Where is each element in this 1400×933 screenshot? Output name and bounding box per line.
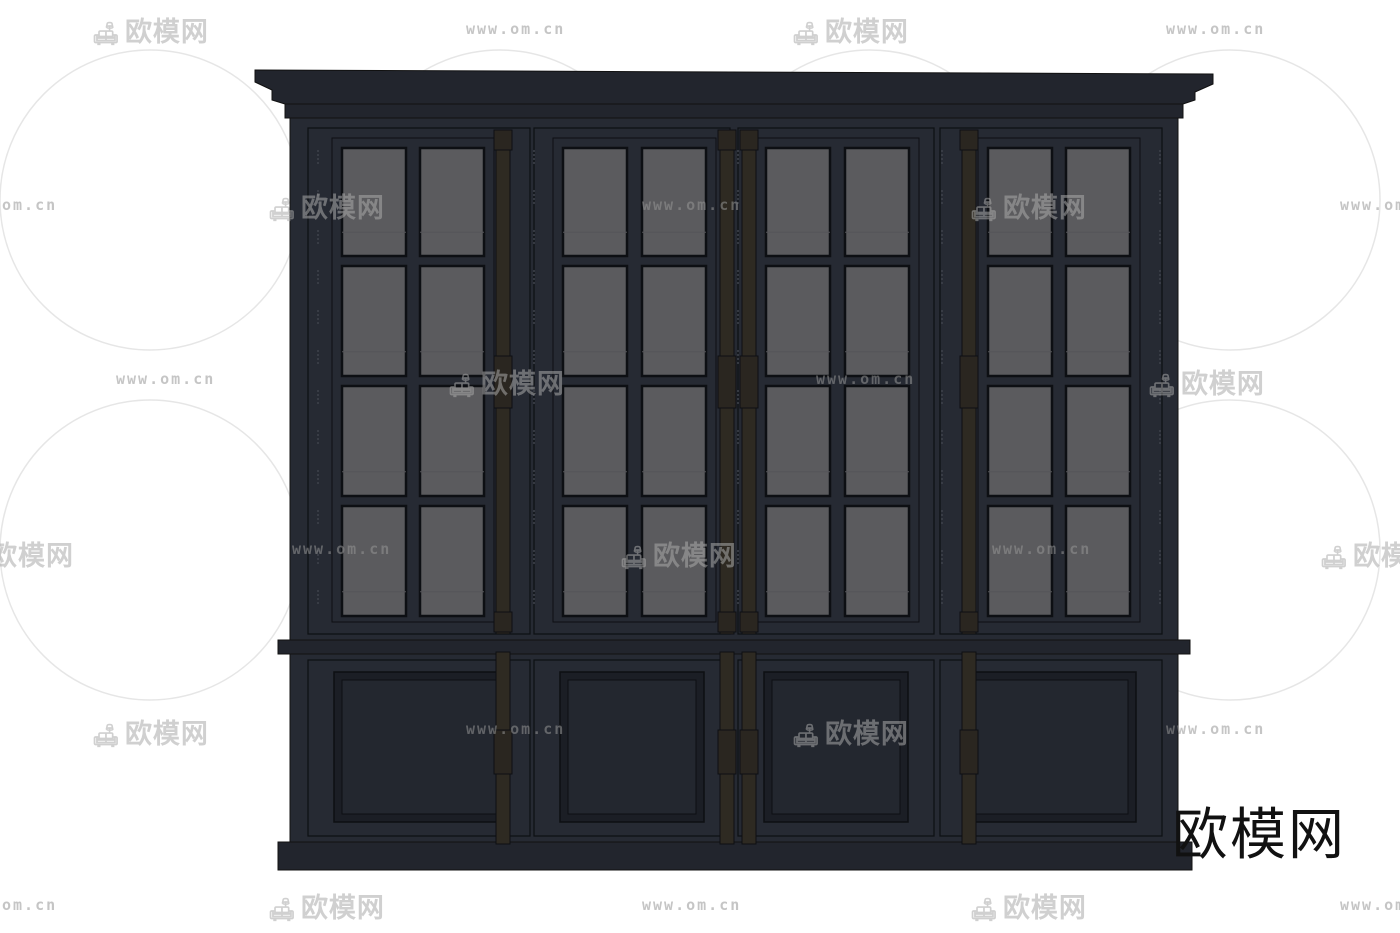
raised-panel-inner: [341, 679, 497, 815]
watermark-logo: 🛋欧模网: [268, 193, 385, 224]
glass-pane: [1064, 384, 1132, 498]
watermark-url: www.om.cn: [992, 540, 1092, 558]
watermark-url: om.cn: [2, 896, 58, 914]
lower-handle-plate: [493, 729, 513, 775]
hinge-bottom: [493, 611, 513, 633]
glass-pane: [340, 264, 408, 378]
hinge-bottom: [739, 611, 759, 633]
glass-pane: [640, 384, 708, 498]
glass-pane: [1064, 504, 1132, 618]
watermark-logo: 🛋欧模网: [1148, 369, 1265, 400]
lower-handle-plate: [959, 729, 979, 775]
glass-pane: [640, 504, 708, 618]
glass-pane: [418, 146, 486, 258]
glass-pane: [418, 264, 486, 378]
glass-pane: [986, 504, 1054, 618]
watermark-url: www.om.cn: [642, 196, 742, 214]
watermark-url: www.om.cn: [466, 720, 566, 738]
hinge-top: [739, 129, 759, 151]
glass-pane: [764, 264, 832, 378]
brand-logo-text: 欧模网: [1172, 803, 1346, 868]
glass-pane: [986, 264, 1054, 378]
watermark-url: www.om.cn: [816, 370, 916, 388]
glass-pane: [764, 384, 832, 498]
watermark-url: www.om.cn: [116, 370, 216, 388]
glass-pane: [561, 384, 629, 498]
watermark-logo: 🛋欧模网: [92, 17, 209, 48]
watermark-url: www.om.cn: [642, 896, 742, 914]
glass-pane: [418, 384, 486, 498]
watermark-url: www.om.cn: [1166, 20, 1266, 38]
glass-pane: [843, 504, 911, 618]
watermark-url: www.om.cn: [1340, 196, 1400, 214]
watermark-logo: 🛋欧模网: [92, 719, 209, 750]
lower-handle-plate: [739, 729, 759, 775]
glass-pane: [843, 146, 911, 258]
hinge-top: [493, 129, 513, 151]
glass-pane: [1064, 264, 1132, 378]
door-handle-plate: [959, 355, 979, 409]
plinth: [277, 841, 1193, 871]
glass-pane: [340, 384, 408, 498]
hinge-top: [717, 129, 737, 151]
watermark-logo: 🛋欧模网: [792, 719, 909, 750]
hinge-bottom: [959, 611, 979, 633]
watermark-logo: 🛋欧模网: [792, 17, 909, 48]
watermark-url: www.om.cn: [292, 540, 392, 558]
watermark-logo: 🛋欧模网: [620, 541, 737, 572]
watermark-url: www.om.cn: [1340, 896, 1400, 914]
glass-doors: [307, 127, 1163, 635]
glass-pane: [340, 146, 408, 258]
watermark-logo: 欧模网: [0, 541, 74, 572]
glass-pane: [764, 146, 832, 258]
raised-panel-inner: [973, 679, 1129, 815]
glass-pane: [843, 264, 911, 378]
lower-handle-plate: [717, 729, 737, 775]
glass-pane: [986, 384, 1054, 498]
watermark-url: om.cn: [2, 196, 58, 214]
watermark-logo: 🛋欧模网: [970, 893, 1087, 924]
door-handle-plate: [493, 355, 513, 409]
glass-pane: [340, 504, 408, 618]
glass-door-inner-frame: [552, 137, 717, 623]
glass-pane: [640, 264, 708, 378]
watermark-url: www.om.cn: [1166, 720, 1266, 738]
watermark-logo: 🛋欧模网: [268, 893, 385, 924]
crown-moulding: [254, 69, 1214, 119]
door-handle-plate: [739, 355, 759, 409]
door-hardware: [317, 129, 1161, 845]
glass-pane: [561, 146, 629, 258]
glass-pane: [843, 384, 911, 498]
panel-doors: [307, 659, 1163, 837]
watermark-url: www.om.cn: [466, 20, 566, 38]
raised-panel-inner: [567, 679, 697, 815]
hinge-bottom: [717, 611, 737, 633]
door-handle-plate: [717, 355, 737, 409]
glass-pane: [640, 146, 708, 258]
glass-pane: [561, 264, 629, 378]
watermark-logo: 🛋欧模网: [448, 369, 565, 400]
glass-pane: [1064, 146, 1132, 258]
watermark-logo: 🛋欧模网: [970, 193, 1087, 224]
watermark-logo: 🛋欧模网: [1320, 541, 1400, 572]
glass-pane: [986, 146, 1054, 258]
raised-panel-inner: [771, 679, 901, 815]
glass-pane: [561, 504, 629, 618]
glass-pane: [764, 504, 832, 618]
glass-pane: [418, 504, 486, 618]
hinge-top: [959, 129, 979, 151]
